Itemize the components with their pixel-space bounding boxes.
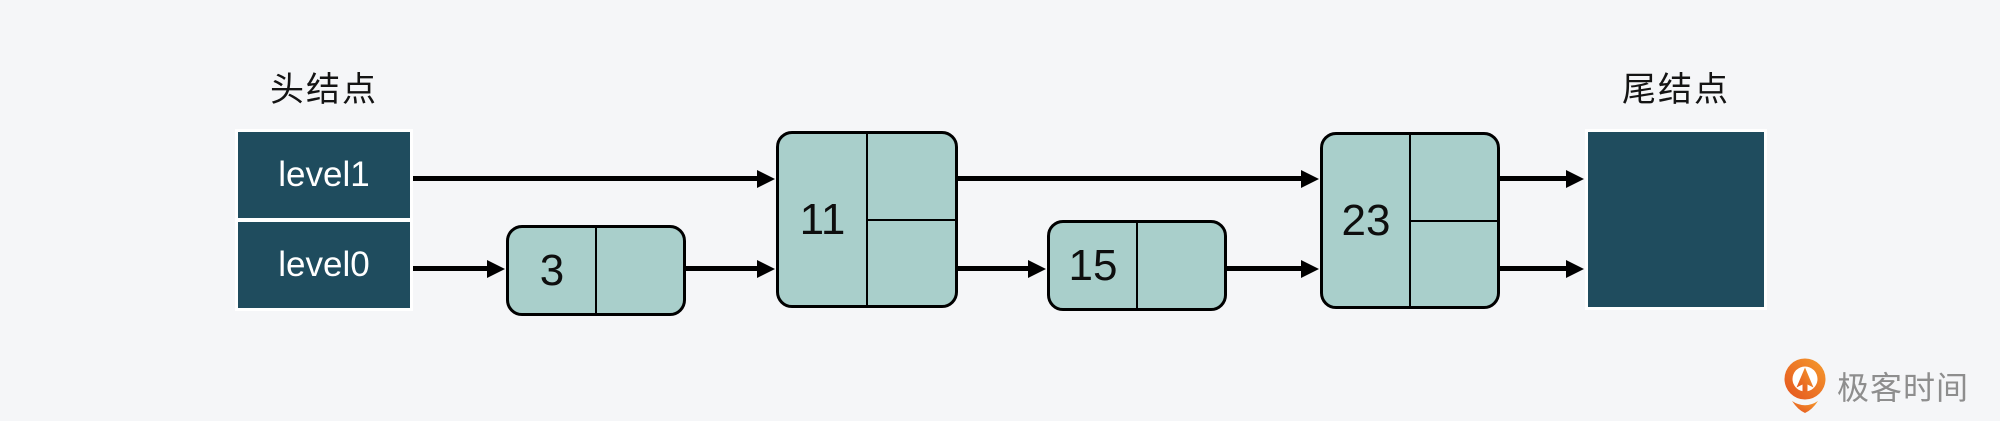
arrow-node-15-to-node-23 <box>1227 266 1302 271</box>
arrow-node-11-level0-to-node-15 <box>958 266 1029 271</box>
node-11-pointer-column <box>868 134 955 305</box>
tail-node <box>1585 129 1767 310</box>
head-level0-label: level0 <box>278 245 370 284</box>
node-15-level0-pointer-cell <box>1138 223 1224 308</box>
geektime-logo-text: 极客时间 <box>1837 370 1970 406</box>
node-15: 15 <box>1047 220 1227 311</box>
node-11-value: 11 <box>779 134 868 305</box>
arrow-node-11-level1-to-node-23 <box>958 176 1302 181</box>
geektime-logo: 极客时间 <box>1782 358 1969 414</box>
head-level0-cell: level0 <box>238 222 410 308</box>
node-23-value: 23 <box>1323 135 1411 306</box>
node-3-level0-pointer-cell <box>597 228 683 313</box>
head-level1-label: level1 <box>278 155 370 194</box>
head-node: level1 level0 <box>235 129 413 311</box>
arrow-node-3-to-node-11 <box>686 266 758 271</box>
node-23-level1-pointer-cell <box>1411 135 1497 222</box>
head-level1-cell: level1 <box>238 132 410 218</box>
node-11-level0-pointer-cell <box>868 221 955 306</box>
node-15-value: 15 <box>1050 223 1138 308</box>
node-3: 3 <box>506 225 686 316</box>
node-11-level1-pointer-cell <box>868 134 955 221</box>
arrow-node-23-level1-to-tail <box>1500 176 1567 181</box>
node-15-pointer-column <box>1138 223 1224 308</box>
node-3-value: 3 <box>509 228 597 313</box>
node-23-pointer-column <box>1411 135 1497 306</box>
head-node-label: 头结点 <box>270 71 378 109</box>
arrow-head-level1-to-node-11 <box>413 176 758 181</box>
tail-node-label: 尾结点 <box>1622 71 1730 109</box>
node-23-level0-pointer-cell <box>1411 222 1497 307</box>
arrow-node-23-level0-to-tail <box>1500 266 1567 271</box>
node-11: 11 <box>776 131 958 308</box>
arrow-head-level0-to-node-3 <box>413 266 488 271</box>
node-23: 23 <box>1320 132 1500 309</box>
geektime-pin-icon <box>1784 358 1826 413</box>
node-3-pointer-column <box>597 228 683 313</box>
